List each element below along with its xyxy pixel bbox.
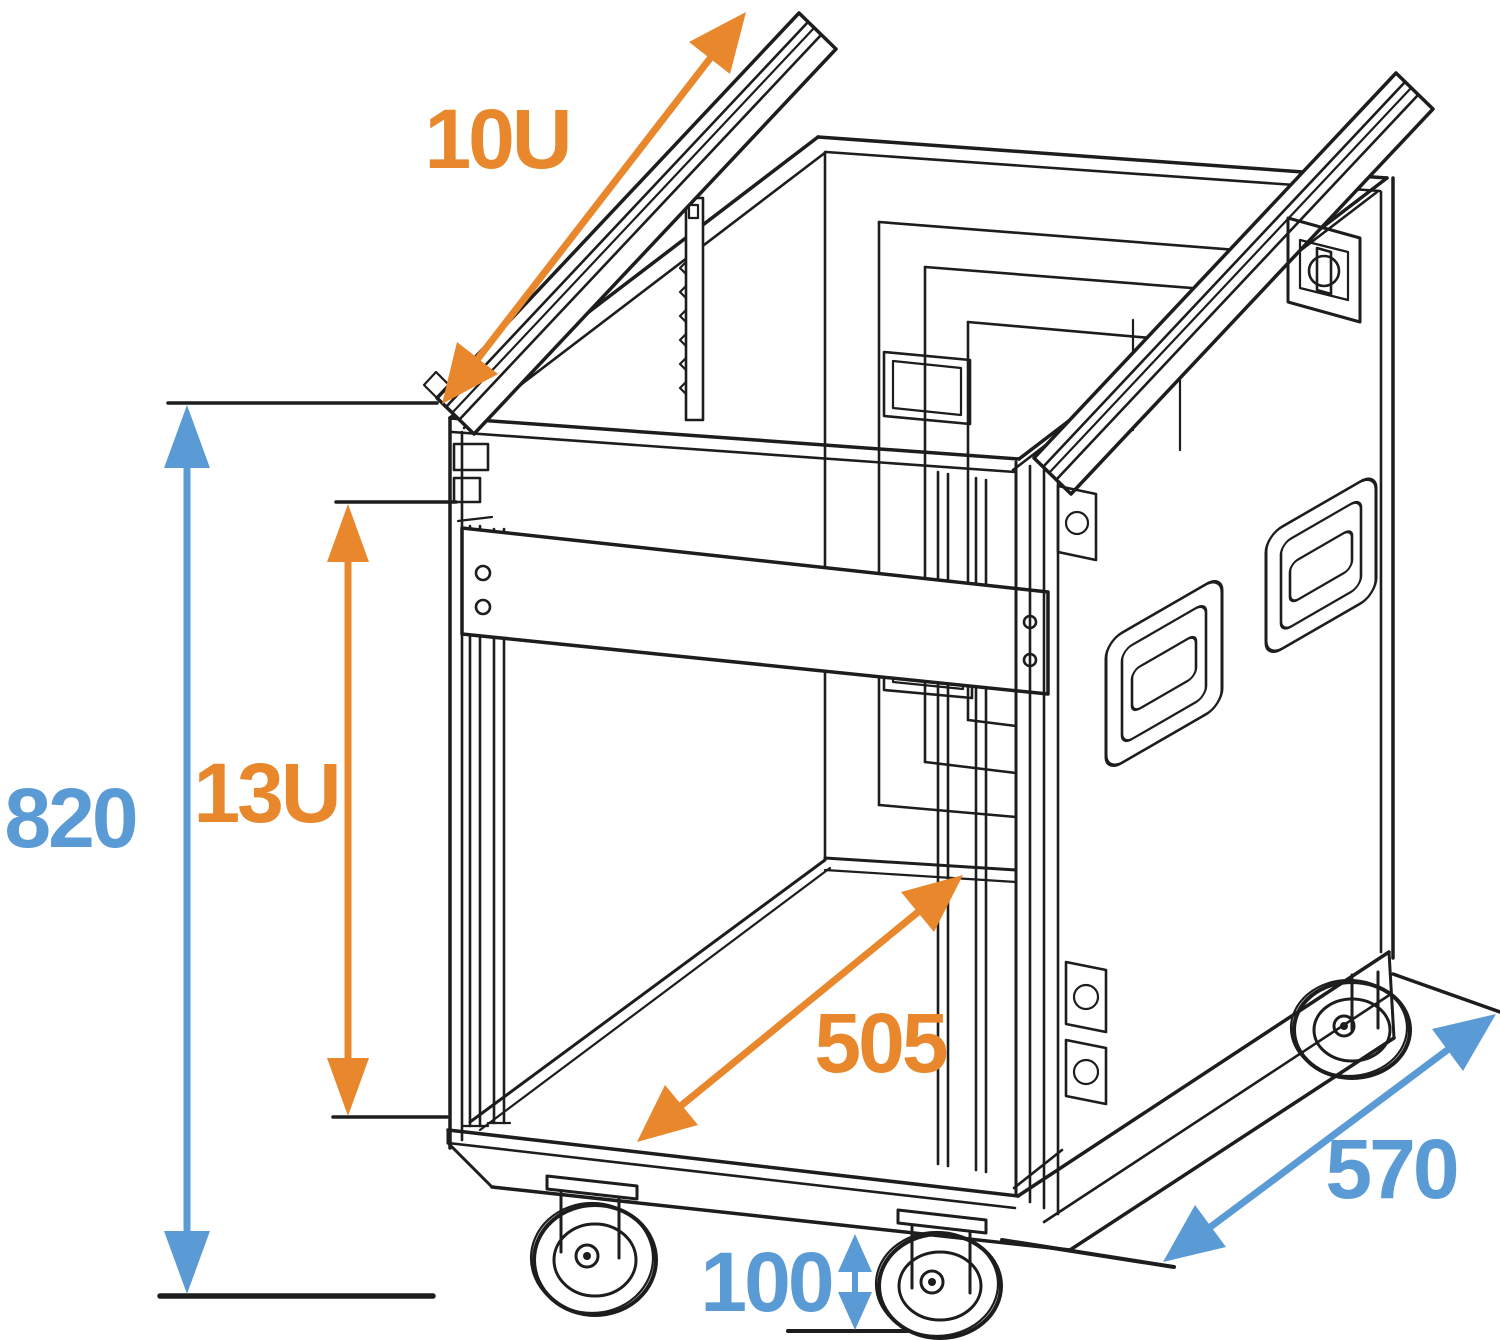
caster-front-middle [874, 1208, 1003, 1340]
recessed-handle-front [1104, 580, 1224, 767]
dim-label-100: 100 [700, 1235, 831, 1329]
lid-lip-tab [452, 442, 490, 472]
dim-arrow-13u [327, 504, 369, 1116]
dim-arrow-570 [1163, 1014, 1496, 1262]
butterfly-latch-front-edge-lower [1064, 1038, 1108, 1106]
dimension-extension-lines [157, 401, 1500, 1333]
butterfly-latch-front-edge-top [1056, 484, 1098, 562]
right-side-panel [1379, 176, 1395, 960]
slanted-rack-rail-right [1032, 71, 1435, 496]
brace-hole [474, 598, 492, 616]
front-right-corner-post [1014, 460, 1060, 1216]
caster-front-left [529, 1174, 658, 1317]
dim-arrow-100 [838, 1234, 872, 1330]
dim-label-13u: 13U [193, 746, 338, 840]
slanted-rack-rail-left [422, 11, 838, 436]
brace-hole [474, 564, 492, 582]
bottom-skid [446, 950, 1396, 1252]
dim-label-570: 570 [1325, 1122, 1456, 1216]
caster-back-right [1289, 970, 1412, 1080]
dim-arrow-820 [164, 405, 210, 1294]
dim-arrow-10u [442, 12, 746, 404]
front-left-edge [448, 416, 490, 1150]
dim-arrow-505 [637, 875, 963, 1142]
dim-label-505: 505 [814, 996, 946, 1090]
butterfly-latch-top-right [1286, 216, 1362, 324]
recessed-handle-back [1264, 477, 1378, 653]
dim-label-10u: 10U [424, 92, 569, 186]
dim-label-820: 820 [4, 771, 135, 865]
cable-hatch-upper [882, 350, 972, 426]
butterfly-latch-front-edge-upper [1064, 960, 1108, 1034]
lid-lip-tab [452, 476, 482, 504]
